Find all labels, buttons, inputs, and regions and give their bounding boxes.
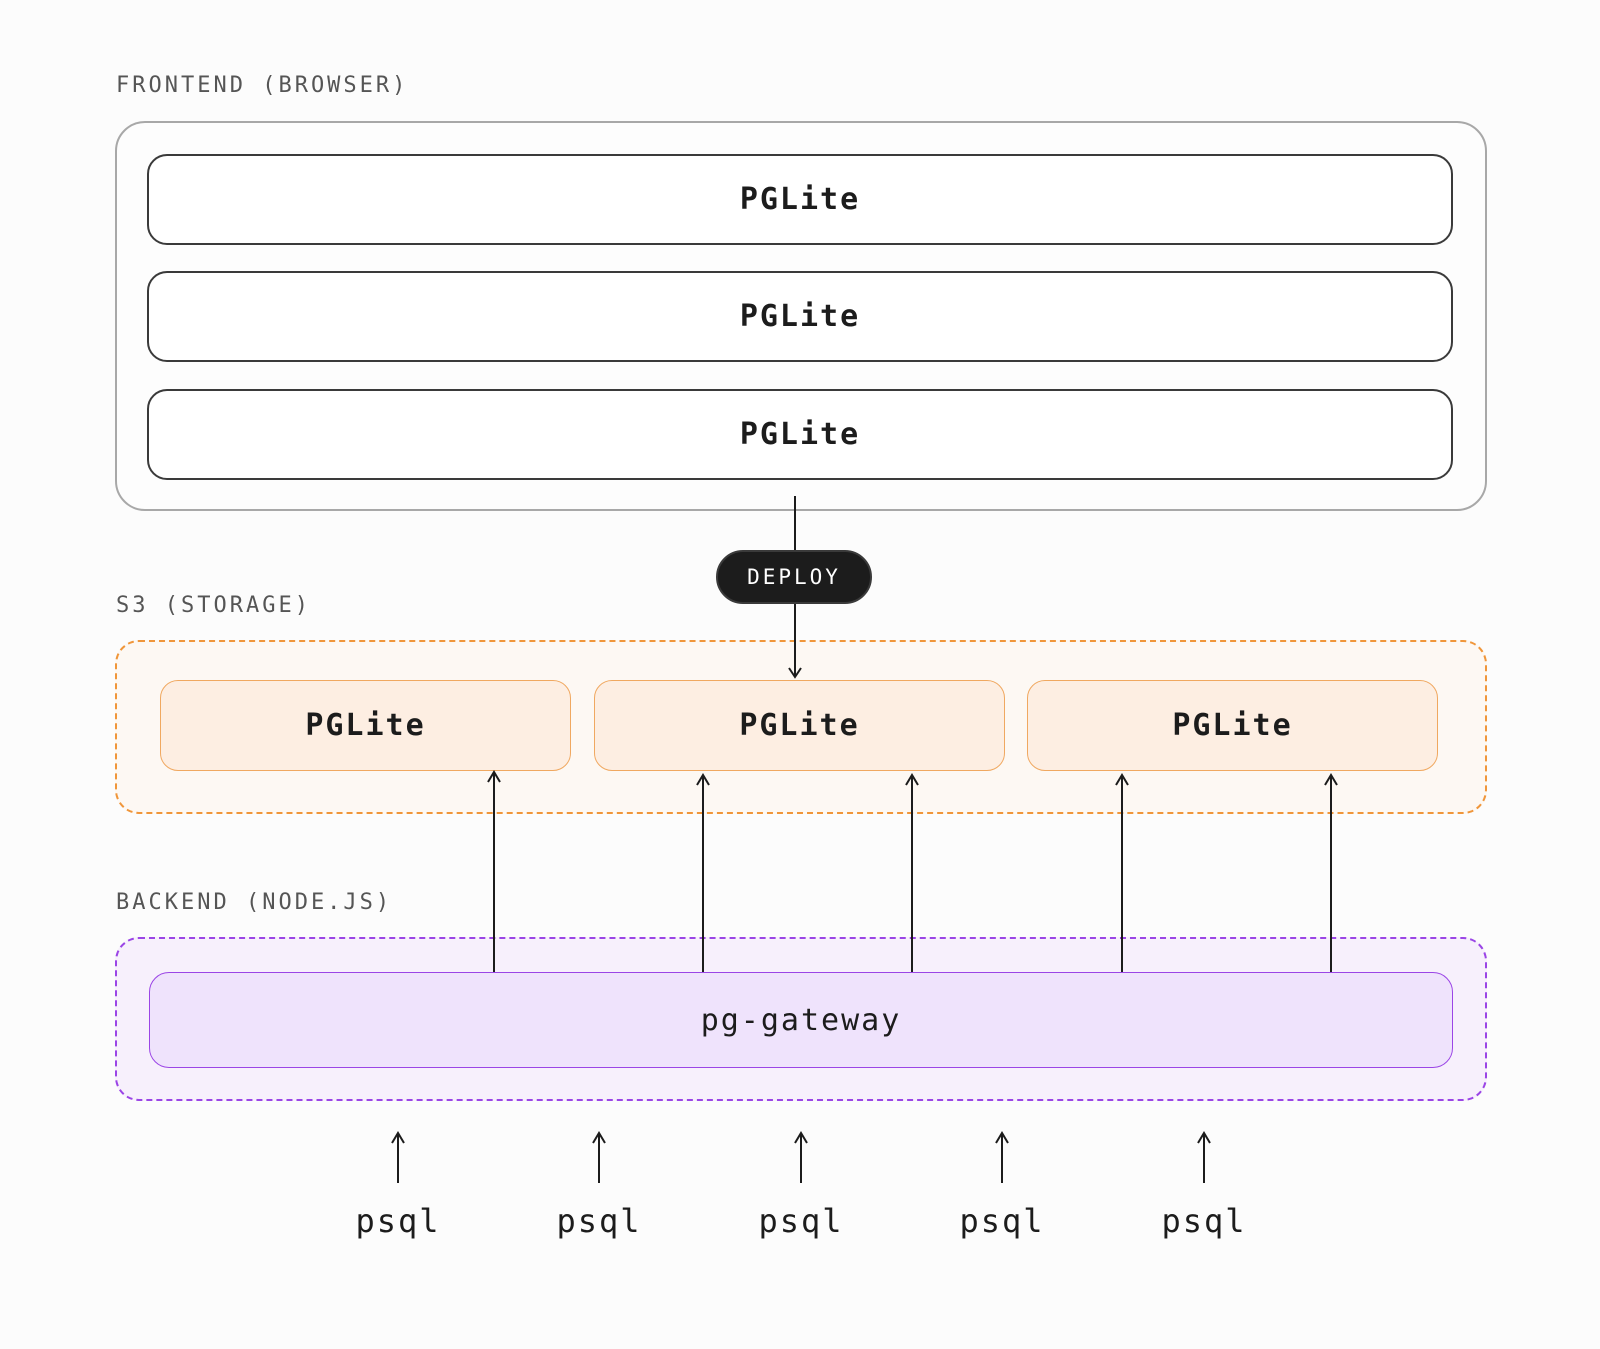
psql-arrow-5 (1197, 1131, 1211, 1183)
frontend-section-label: FRONTEND (BROWSER) (116, 73, 409, 98)
s3-pglite-box-1: PGLite (160, 680, 571, 771)
s3-section-label: S3 (STORAGE) (116, 593, 311, 618)
pg-gateway-box: pg-gateway (149, 972, 1453, 1068)
s3-pglite-box-2: PGLite (594, 680, 1005, 771)
s3-pglite-box-3: PGLite (1027, 680, 1438, 771)
psql-client-label-2: psql (556, 1202, 642, 1240)
backend-section-label: BACKEND (NODE.JS) (116, 890, 393, 915)
psql-arrow-4 (995, 1131, 1009, 1183)
psql-client-label-5: psql (1161, 1202, 1247, 1240)
psql-arrow-2 (592, 1131, 606, 1183)
frontend-pglite-box-2: PGLite (147, 271, 1453, 362)
psql-client-label-1: psql (355, 1202, 441, 1240)
psql-arrow-1 (391, 1131, 405, 1183)
deploy-badge: DEPLOY (716, 550, 872, 604)
psql-client-label-3: psql (758, 1202, 844, 1240)
frontend-pglite-box-1: PGLite (147, 154, 1453, 245)
frontend-pglite-box-3: PGLite (147, 389, 1453, 480)
psql-client-label-4: psql (959, 1202, 1045, 1240)
psql-arrow-3 (794, 1131, 808, 1183)
